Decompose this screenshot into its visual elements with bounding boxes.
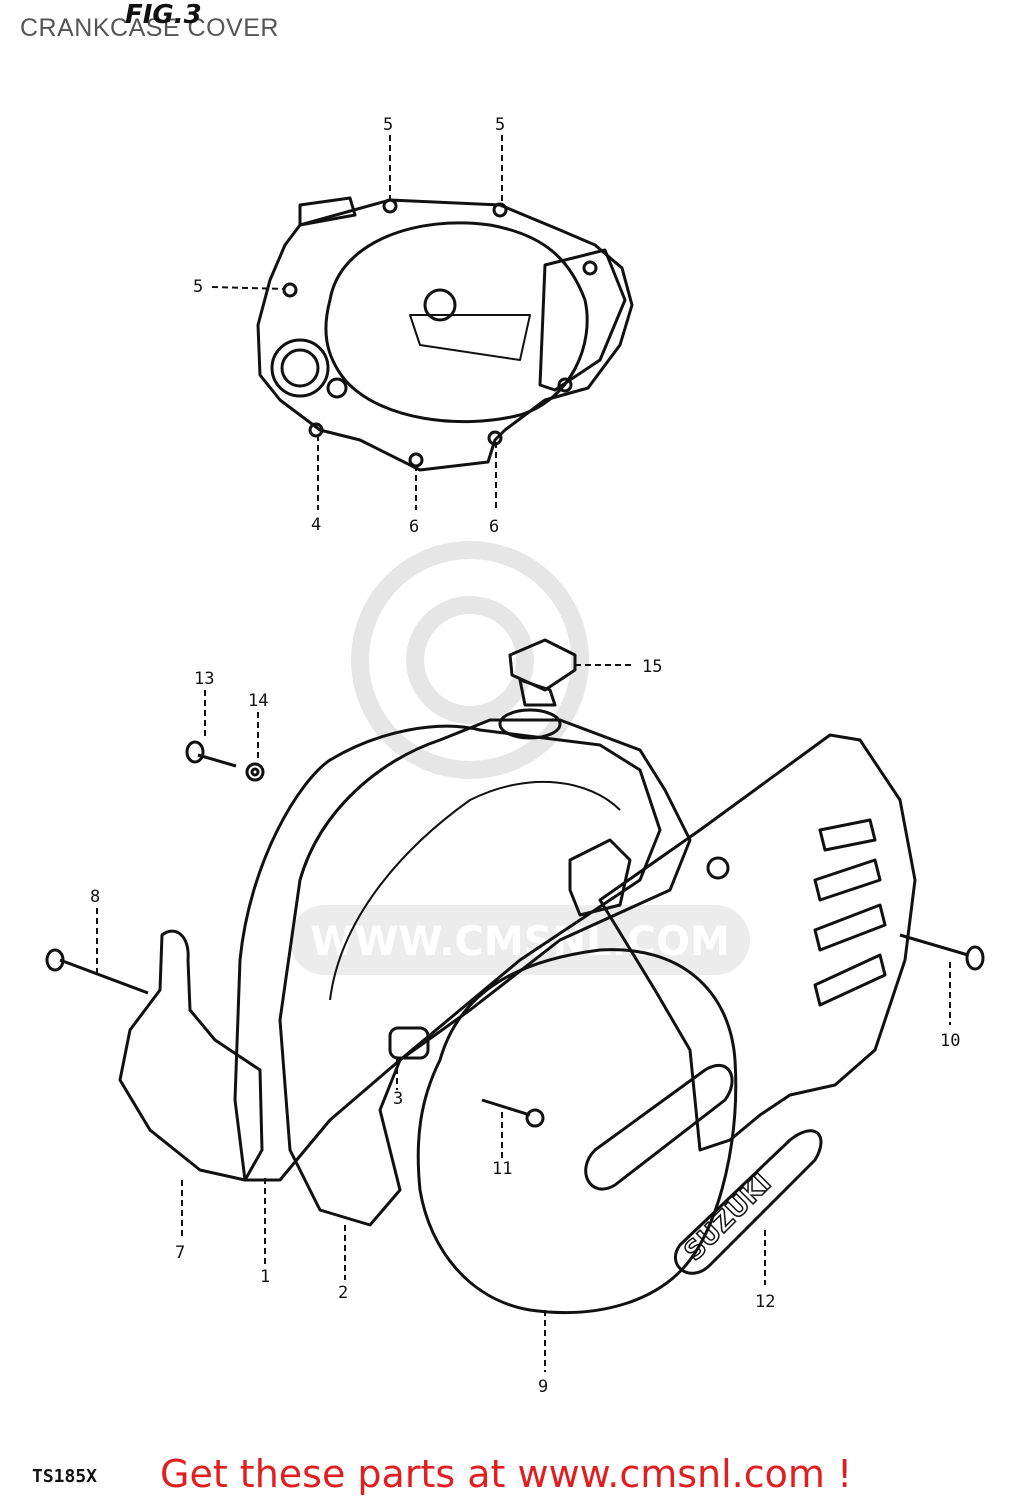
callout-14: 14 <box>248 691 268 711</box>
callout-3: 3 <box>393 1089 403 1109</box>
callout-10: 10 <box>940 1031 960 1051</box>
callout-6-a: 6 <box>409 517 419 537</box>
callout-5-c: 5 <box>193 277 203 297</box>
callout-6-b: 6 <box>489 517 499 537</box>
leader-lines-lower <box>96 664 951 1372</box>
callout-4: 4 <box>311 515 321 535</box>
suzuki-badge-text: SUZUKI <box>679 1168 778 1267</box>
callout-5-b: 5 <box>495 115 505 135</box>
figure-label: FIG.3 <box>125 0 202 30</box>
callout-8: 8 <box>90 887 100 907</box>
callout-15: 15 <box>642 657 662 677</box>
callout-13: 13 <box>194 669 214 689</box>
callout-12: 12 <box>755 1292 775 1312</box>
diagram-title: CRANKCASE COVER <box>20 14 279 42</box>
model-code: TS185X <box>32 1466 98 1487</box>
promo-link[interactable]: Get these parts at www.cmsnl.com ! <box>160 1452 853 1496</box>
callout-11: 11 <box>492 1159 512 1179</box>
leader-lines-upper <box>211 135 503 510</box>
callout-9: 9 <box>538 1377 548 1397</box>
inner-crankcase-cover <box>256 196 634 472</box>
crankcase-cover-assembly <box>45 638 985 1314</box>
callout-5-a: 5 <box>383 115 393 135</box>
callout-1: 1 <box>260 1267 270 1287</box>
watermark-logo <box>290 541 750 975</box>
callout-7: 7 <box>175 1243 185 1263</box>
callout-2: 2 <box>338 1283 348 1303</box>
